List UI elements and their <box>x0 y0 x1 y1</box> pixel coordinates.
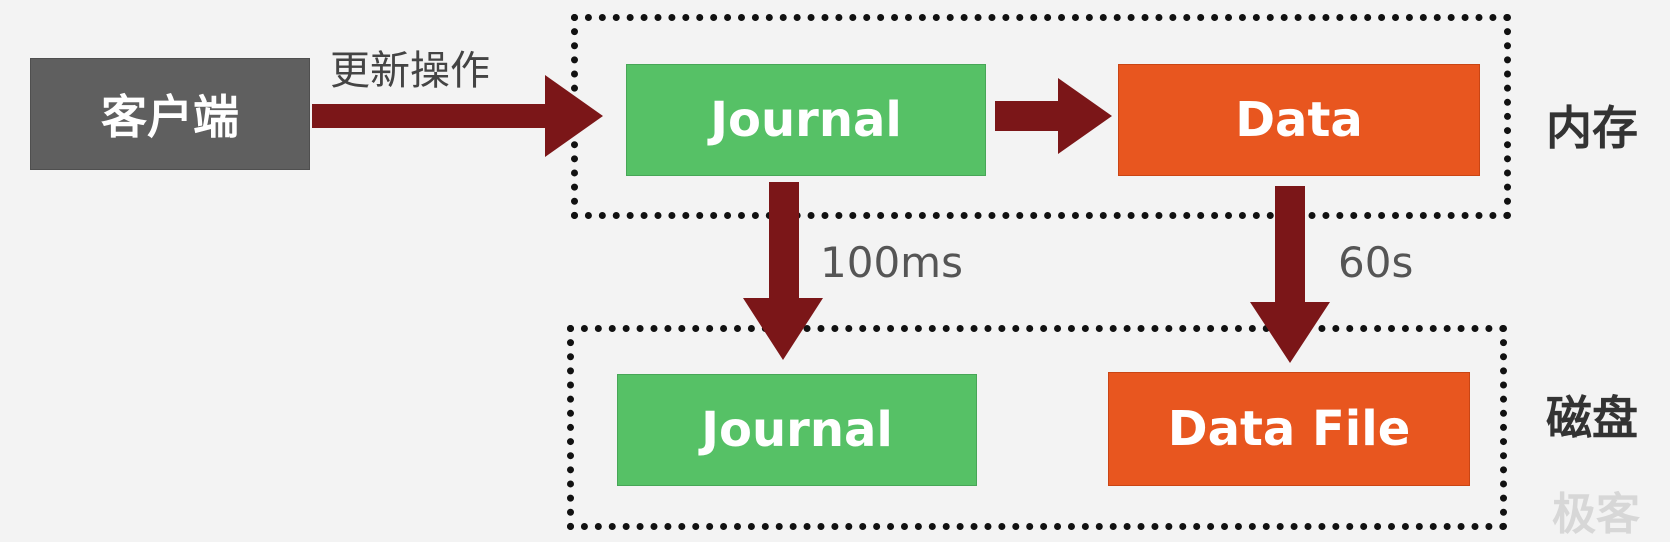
memory-data-label: Data <box>1235 92 1363 148</box>
disk-section-label: 磁盘 <box>1546 391 1638 445</box>
memory-journal-node: Journal <box>626 64 986 176</box>
memory-journal-label: Journal <box>710 92 902 148</box>
journal-flush-interval-label: 100ms <box>820 238 963 287</box>
data-flush-interval-label: 60s <box>1338 238 1414 287</box>
disk-journal-label: Journal <box>701 402 893 458</box>
client-node: 客户端 <box>30 58 310 170</box>
journal-to-data-arrow <box>995 78 1112 154</box>
client-label: 客户端 <box>101 90 239 144</box>
disk-journal-node: Journal <box>617 374 977 486</box>
disk-group-box <box>567 325 1507 530</box>
disk-data-file-node: Data File <box>1108 372 1470 486</box>
update-operation-label: 更新操作 <box>330 48 490 94</box>
memory-data-node: Data <box>1118 64 1480 176</box>
memory-section-label: 内存 <box>1546 101 1638 155</box>
disk-data-file-label: Data File <box>1167 401 1411 457</box>
watermark-text: 极客 <box>1552 489 1640 540</box>
journal-to-disk-arrow <box>743 182 823 360</box>
data-to-disk-arrow <box>1250 186 1330 363</box>
client-to-journal-arrow <box>312 75 603 157</box>
